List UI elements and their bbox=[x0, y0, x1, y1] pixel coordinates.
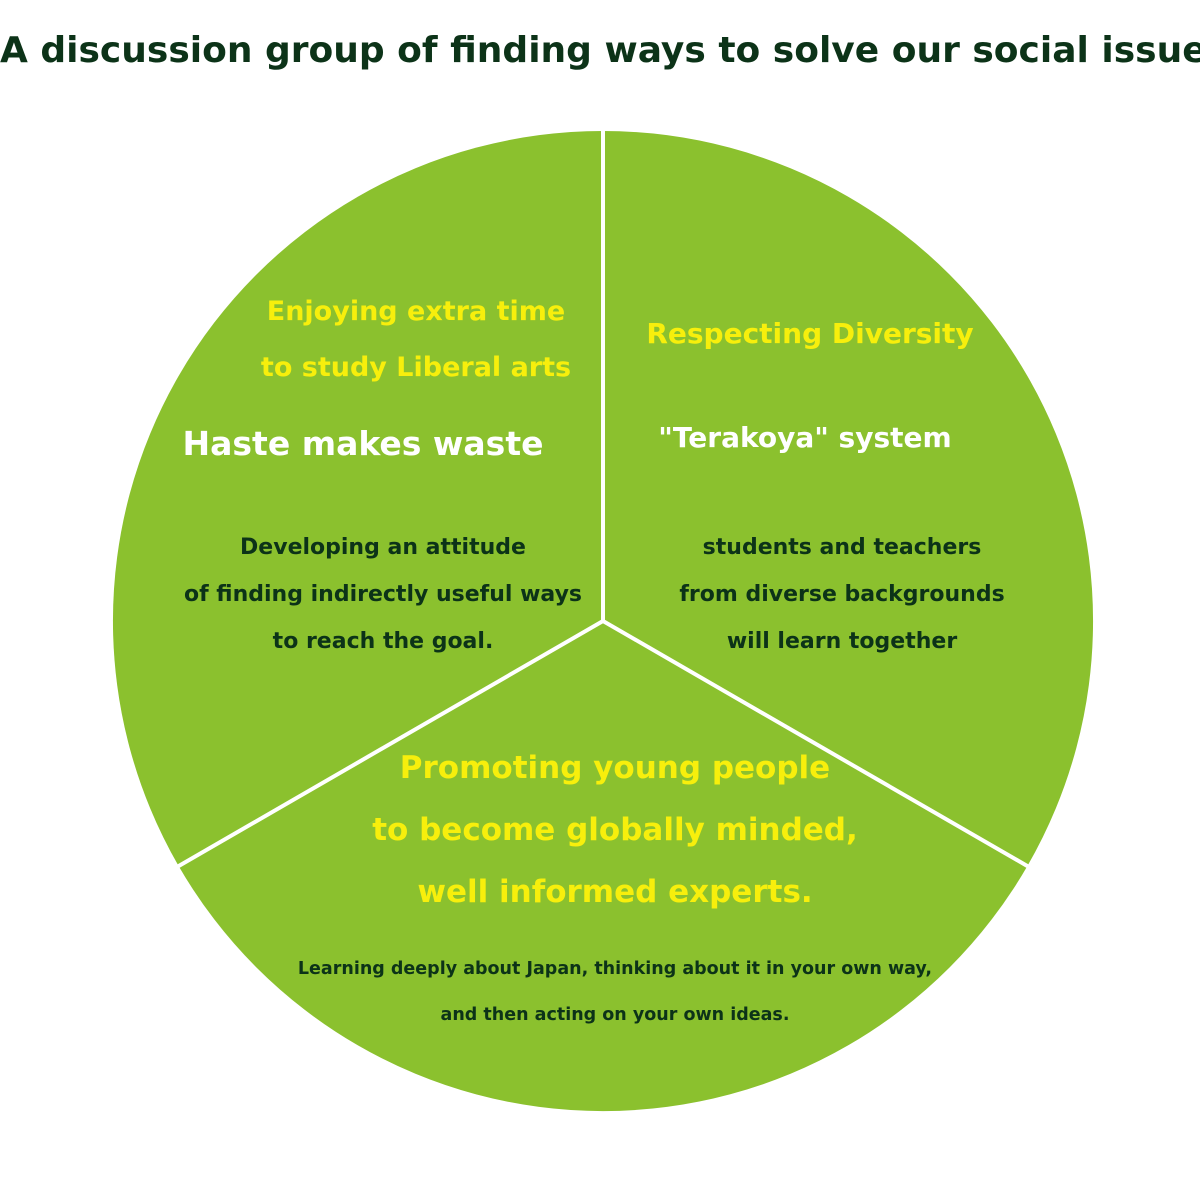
segment-1-description-line: to reach the goal. bbox=[272, 629, 494, 654]
segment-2-description-line: from diverse backgrounds bbox=[679, 582, 1005, 607]
segment-2-slogan: "Terakoya" system bbox=[605, 414, 1005, 462]
segment-1-heading-line: to study Liberal arts bbox=[260, 352, 572, 383]
segment-3-heading-line: well informed experts. bbox=[417, 874, 813, 910]
segment-3-heading-line: to become globally minded, bbox=[372, 812, 858, 848]
segment-2-heading: Respecting Diversity bbox=[610, 310, 1010, 358]
segment-3-heading: Promoting young people to become globall… bbox=[315, 737, 915, 923]
segment-1-heading: Enjoying extra time to study Liberal art… bbox=[226, 284, 606, 396]
segment-1-slogan: Haste makes waste bbox=[163, 418, 563, 470]
segment-1-description-line: of finding indirectly useful ways bbox=[183, 582, 583, 607]
segment-3-description-line: Learning deeply about Japan, thinking ab… bbox=[297, 959, 933, 979]
page-title: A discussion group of finding ways to so… bbox=[0, 30, 1200, 71]
segment-3-description-line: and then acting on your own ideas. bbox=[440, 1005, 790, 1025]
segment-2-description-line: students and teachers bbox=[702, 535, 982, 560]
segment-1-slogan-text: Haste makes waste bbox=[182, 424, 544, 463]
segment-1-description: Developing an attitude of finding indire… bbox=[161, 524, 605, 665]
segment-1-description-line: Developing an attitude bbox=[240, 535, 526, 560]
segment-2-heading-line: Respecting Diversity bbox=[646, 317, 974, 350]
divider-line-right bbox=[601, 619, 1031, 869]
segment-2-description: students and teachers from diverse backg… bbox=[632, 524, 1052, 665]
segment-1-heading-line: Enjoying extra time bbox=[266, 296, 566, 327]
divider-line-left bbox=[175, 619, 605, 869]
segment-upper-right bbox=[603, 131, 1094, 866]
segment-2-slogan-text: "Terakoya" system bbox=[658, 421, 952, 454]
segment-3-description: Learning deeply about Japan, thinking ab… bbox=[270, 946, 960, 1038]
segment-3-heading-line: Promoting young people bbox=[399, 750, 831, 786]
segment-2-description-line: will learn together bbox=[726, 629, 958, 654]
segment-upper-left bbox=[112, 131, 604, 866]
